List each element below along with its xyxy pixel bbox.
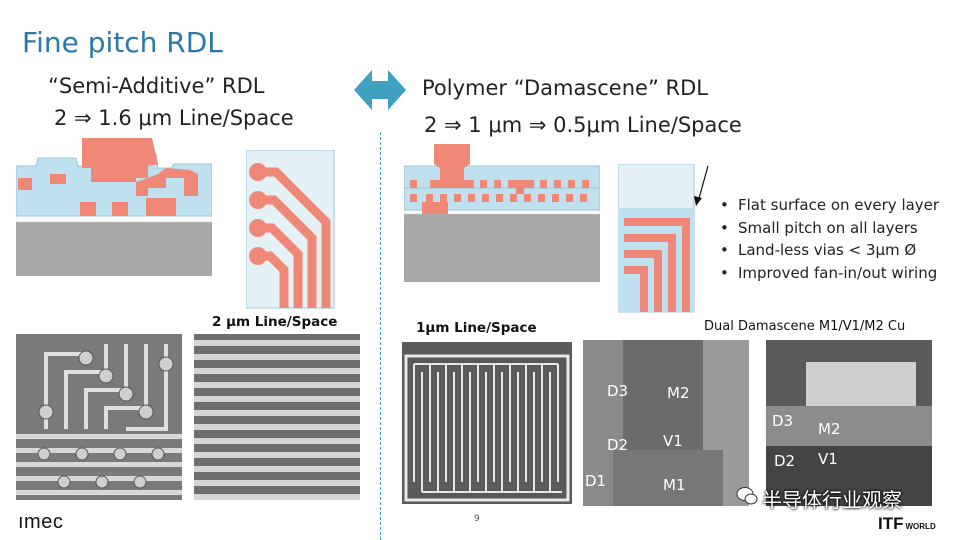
sem-image-semi-additive [16, 334, 182, 500]
damascene-heading: Polymer “Damascene” RDL [422, 76, 708, 100]
double-arrow-icon [354, 70, 406, 110]
semi-additive-heading: “Semi-Additive” RDL [48, 74, 265, 98]
bullet-item: •Small pitch on all layers [720, 218, 918, 237]
semi-additive-fanout-topview [246, 150, 335, 309]
sem-image-2um-lines [194, 334, 360, 500]
sem-label: D2 [607, 436, 629, 454]
sem-label: D1 [585, 472, 607, 490]
imec-logo: ımec [18, 511, 64, 533]
semi-additive-spec: 2 ⇒ 1.6 μm Line/Space [54, 106, 294, 130]
feature-bullet-list: •Flat surface on every layer •Small pitc… [720, 196, 939, 286]
damascene-cross-section [404, 144, 600, 282]
page-title: Fine pitch RDL [22, 26, 223, 59]
sem-label: M2 [667, 384, 690, 402]
sem-label: V1 [663, 432, 683, 450]
sem-image-1um-serpentine [402, 342, 572, 504]
sem-label: M2 [818, 420, 841, 438]
bullet-item: •Flat surface on every layer [720, 196, 940, 214]
bullet-item: •Improved fan-in/out wiring [720, 263, 938, 282]
wechat-icon [736, 487, 758, 505]
sem-label: M1 [663, 476, 686, 494]
semi-additive-sem-caption: 2 μm Line/Space [212, 314, 338, 330]
sem-label: V1 [818, 450, 838, 468]
damascene-fanout-topview [618, 164, 709, 313]
sem-image-dual-damascene-b: D3 M2 D2 V1 [766, 340, 932, 506]
sem-label: D2 [774, 452, 796, 470]
semi-additive-cross-section [16, 138, 212, 276]
bullet-item: •Land-less vias < 3μm Ø [720, 241, 917, 259]
sem-label: D3 [772, 412, 794, 430]
sem-image-dual-damascene-a: D3 M2 D2 V1 D1 M1 [583, 340, 749, 506]
watermark-text: 半导体行业观察 [762, 488, 902, 512]
sem-label: D3 [607, 382, 629, 400]
damascene-spec: 2 ⇒ 1 μm ⇒ 0.5μm Line/Space [424, 113, 742, 137]
damascene-sem-caption: 1μm Line/Space [416, 320, 537, 336]
dual-damascene-caption: Dual Damascene M1/V1/M2 Cu [704, 319, 906, 334]
page-mark: 9 [474, 514, 480, 524]
section-divider [380, 132, 381, 540]
